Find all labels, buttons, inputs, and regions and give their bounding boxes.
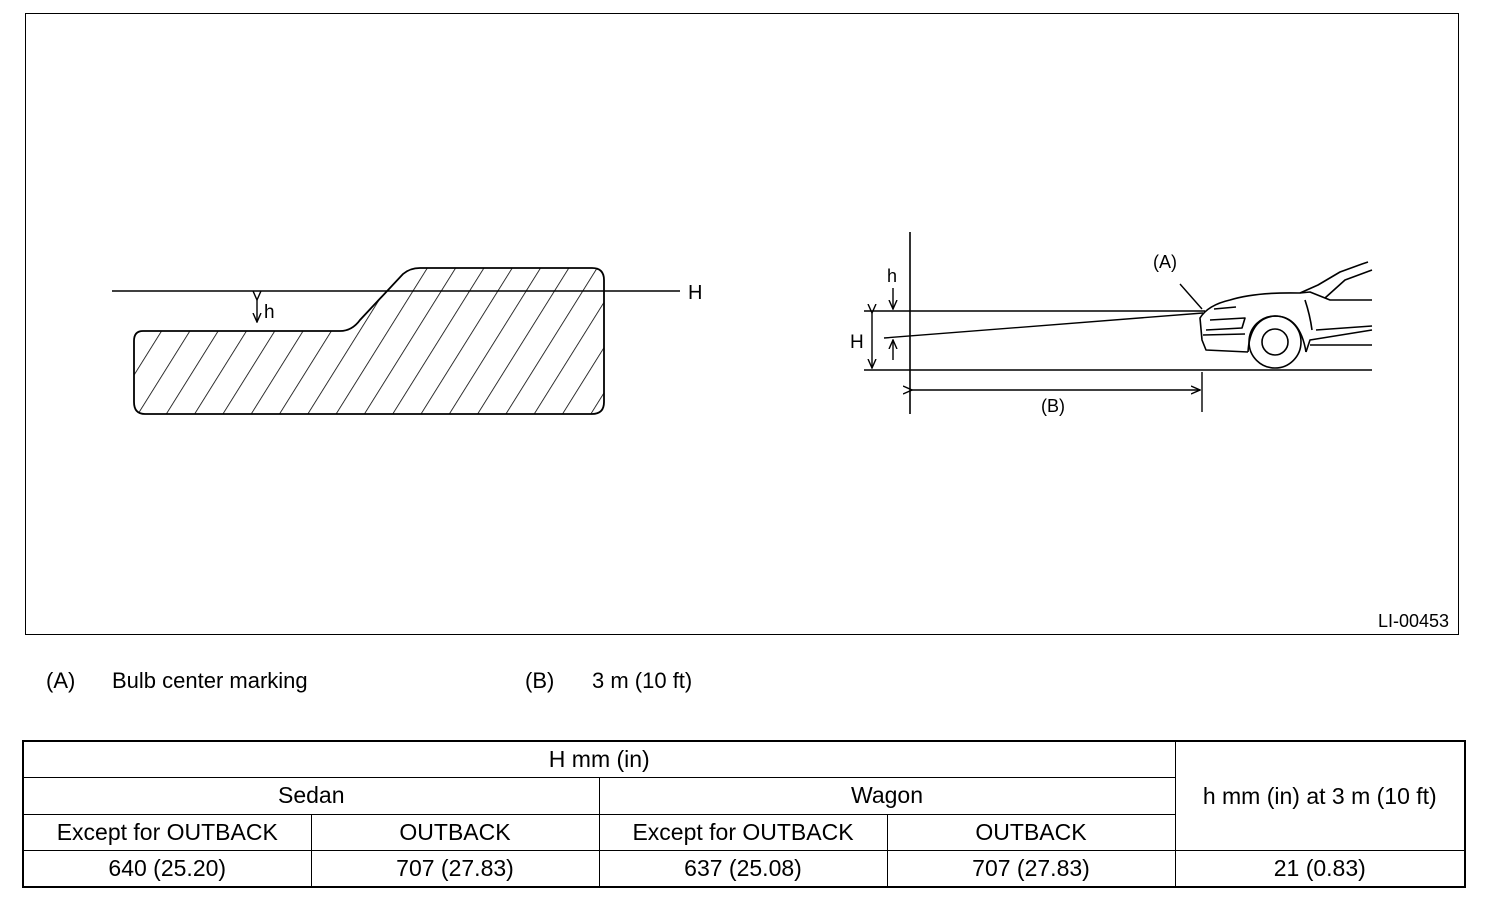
headlight-aiming-diagram: h H h H (A) (B) xyxy=(112,232,1449,631)
table-subheader-row: Except for OUTBACK OUTBACK Except for OU… xyxy=(22,813,1465,851)
value-wagon-outback: 707 (27.83) xyxy=(886,850,1176,888)
label-H-left: H xyxy=(688,282,702,304)
cutoff-shape xyxy=(133,267,605,415)
value-sedan-outback: 707 (27.83) xyxy=(310,850,600,888)
beam-pattern: h H xyxy=(112,267,702,415)
car-illustration xyxy=(1199,261,1373,369)
aiming-spec-table: H mm (in) h mm (in) at 3 m (10 ft) Sedan… xyxy=(22,740,1466,888)
subheader-sedan-except: Except for OUTBACK xyxy=(22,813,312,851)
group-wagon: Wagon xyxy=(598,777,1176,815)
label-h-right: h xyxy=(887,266,897,286)
label-h-left: h xyxy=(264,302,275,323)
label-A: (A) xyxy=(1153,252,1177,272)
A-leader-line xyxy=(1179,283,1203,310)
legend-text-A: Bulb center marking xyxy=(112,668,308,693)
header-h: h mm (in) at 3 m (10 ft) xyxy=(1174,740,1466,851)
table-header-row: H mm (in) h mm (in) at 3 m (10 ft) xyxy=(22,740,1466,851)
subheader-sedan-outback: OUTBACK xyxy=(310,813,600,851)
legend-text-B: 3 m (10 ft) xyxy=(592,668,693,693)
side-view: h H (A) (B) xyxy=(850,232,1373,416)
subheader-wagon-except: Except for OUTBACK xyxy=(598,813,888,851)
label-B: (B) xyxy=(1041,396,1065,416)
label-H-right: H xyxy=(850,332,864,353)
legend-key-A: (A) xyxy=(46,668,76,693)
table-row: 640 (25.20) 707 (27.83) 637 (25.08) 707 … xyxy=(22,850,1466,888)
value-sedan-except: 640 (25.20) xyxy=(22,850,312,888)
header-H: H mm (in) xyxy=(22,740,1176,778)
value-h: 21 (0.83) xyxy=(1174,850,1466,888)
beam-line xyxy=(883,312,1204,339)
figure-code: LI-00453 xyxy=(1378,611,1449,631)
legend-key-B: (B) xyxy=(525,668,555,693)
subheader-wagon-outback: OUTBACK xyxy=(886,813,1176,851)
group-sedan: Sedan xyxy=(22,777,600,815)
figure-frame xyxy=(25,13,1459,635)
value-wagon-except: 637 (25.08) xyxy=(598,850,888,888)
table-group-row: Sedan Wagon xyxy=(22,777,1465,815)
